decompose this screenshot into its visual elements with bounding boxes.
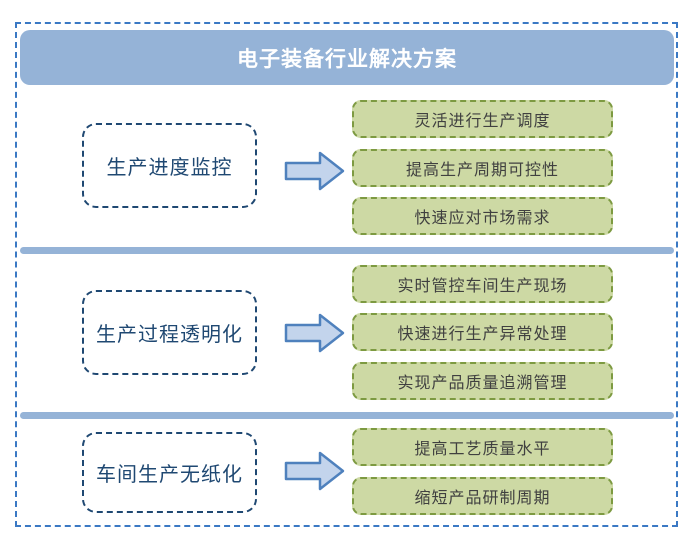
outcome-box: 实现产品质量追溯管理 <box>352 362 613 400</box>
diagram-title: 电子装备行业解决方案 <box>20 30 674 85</box>
topic-box-production-progress: 生产进度监控 <box>82 123 257 208</box>
outer-dashed-frame <box>15 22 678 527</box>
section-divider <box>20 247 674 254</box>
outcome-box: 快速进行生产异常处理 <box>352 313 613 351</box>
arrow-right-icon <box>284 313 345 353</box>
topic-box-process-transparency: 生产过程透明化 <box>82 290 257 375</box>
arrow-right-icon <box>284 451 345 491</box>
outcome-box: 实时管控车间生产现场 <box>352 265 613 303</box>
outcome-box: 提高工艺质量水平 <box>352 428 613 466</box>
outcome-box: 灵活进行生产调度 <box>352 100 613 138</box>
section-divider <box>20 412 674 419</box>
outcome-box: 快速应对市场需求 <box>352 197 613 235</box>
arrow-right-icon <box>284 151 345 191</box>
outcome-box: 缩短产品研制周期 <box>352 477 613 515</box>
outcome-box: 提高生产周期可控性 <box>352 149 613 187</box>
topic-box-paperless-workshop: 车间生产无纸化 <box>82 432 257 513</box>
